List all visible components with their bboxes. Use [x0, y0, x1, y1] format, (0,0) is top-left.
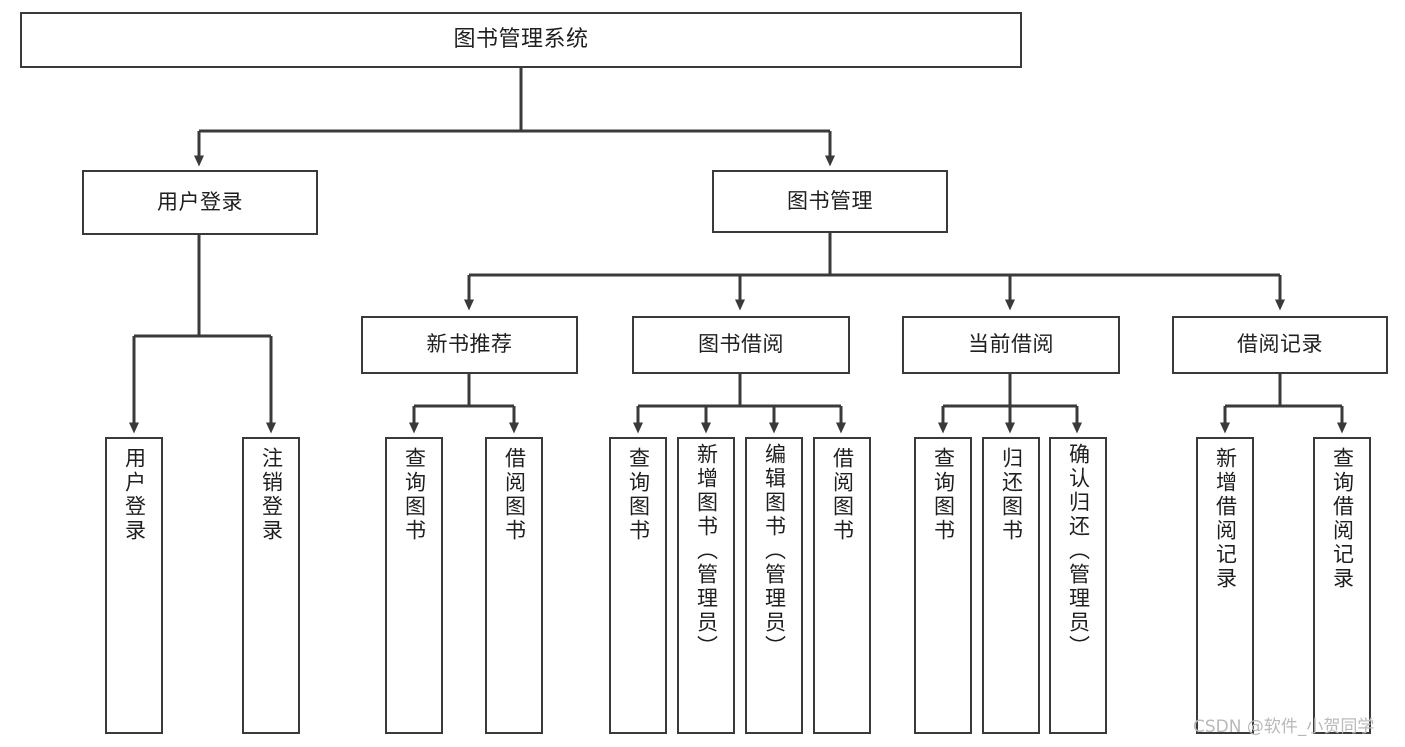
leaf-edit-book[interactable]: 编辑图书（管理员） — [745, 437, 803, 734]
node-label: 当前借阅 — [968, 332, 1054, 357]
leaf-query-borrow-record[interactable]: 查询借阅记录 — [1313, 437, 1371, 734]
leaf-user-login[interactable]: 用户登录 — [105, 437, 163, 734]
node-label: 查询图书 — [931, 447, 956, 543]
node-label: 用户登录 — [157, 189, 243, 214]
node-label: 注销登录 — [259, 447, 284, 543]
node-label: 新增借阅记录 — [1213, 447, 1238, 591]
node-label: 新增图书（管理员） — [694, 443, 719, 659]
node-label: 借阅图书 — [830, 447, 855, 543]
leaf-borrow-book-borrow[interactable]: 借阅图书 — [813, 437, 871, 734]
node-root-system[interactable]: 图书管理系统 — [20, 12, 1022, 68]
leaf-add-borrow-record[interactable]: 新增借阅记录 — [1196, 437, 1254, 734]
node-label: 编辑图书（管理员） — [762, 443, 787, 659]
leaf-logout[interactable]: 注销登录 — [242, 437, 300, 734]
leaf-add-book[interactable]: 新增图书（管理员） — [677, 437, 735, 734]
leaf-query-book-current[interactable]: 查询图书 — [914, 437, 972, 734]
node-label: 新书推荐 — [426, 332, 513, 357]
leaf-query-book-borrow[interactable]: 查询图书 — [609, 437, 667, 734]
node-label: 确认归还（管理员） — [1066, 443, 1091, 659]
leaf-query-book-new-rec[interactable]: 查询图书 — [385, 437, 443, 734]
node-borrow-record[interactable]: 借阅记录 — [1172, 316, 1388, 374]
leaf-borrow-book-new-rec[interactable]: 借阅图书 — [485, 437, 543, 734]
node-label: 借阅记录 — [1237, 332, 1323, 357]
node-label: 查询图书 — [626, 447, 651, 543]
node-user-login[interactable]: 用户登录 — [82, 170, 318, 235]
csdn-watermark: CSDN @软件_小贺同学 — [1193, 717, 1375, 737]
node-new-book-rec[interactable]: 新书推荐 — [361, 316, 578, 374]
node-current-borrow[interactable]: 当前借阅 — [902, 316, 1120, 374]
node-label: 图书管理系统 — [453, 26, 589, 52]
node-label: 查询借阅记录 — [1330, 447, 1355, 591]
node-label: 图书借阅 — [698, 332, 784, 357]
node-label: 借阅图书 — [502, 447, 527, 543]
node-label: 图书管理 — [787, 188, 873, 213]
node-label: 查询图书 — [402, 447, 427, 543]
node-label: 归还图书 — [999, 447, 1024, 543]
leaf-return-book[interactable]: 归还图书 — [982, 437, 1040, 734]
node-book-manage[interactable]: 图书管理 — [712, 170, 948, 233]
node-label: 用户登录 — [122, 447, 147, 543]
leaf-confirm-return[interactable]: 确认归还（管理员） — [1049, 437, 1107, 734]
node-book-borrow[interactable]: 图书借阅 — [632, 316, 850, 374]
